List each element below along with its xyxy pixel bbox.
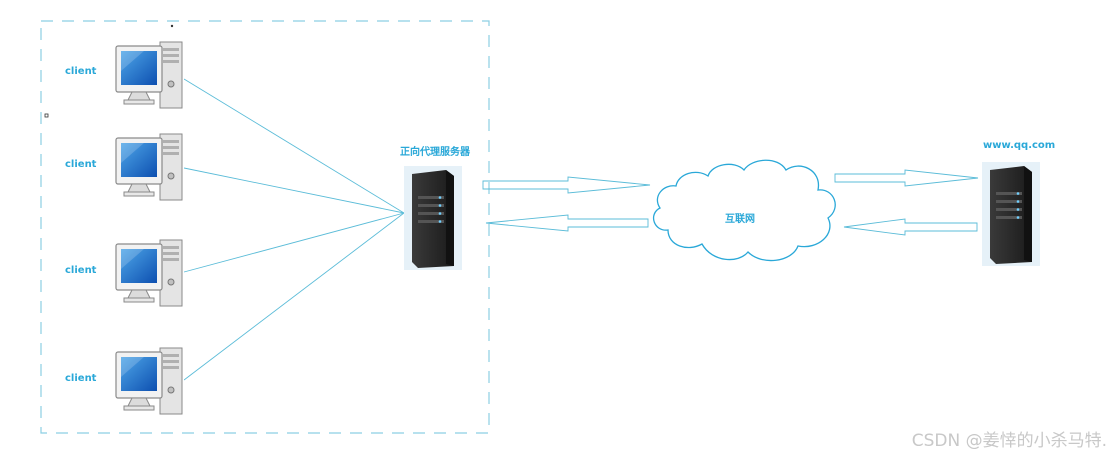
client-label: client [65, 373, 97, 384]
client-computer-icon [111, 129, 185, 203]
internet-label: 互联网 [725, 214, 755, 225]
arrow-left [843, 218, 978, 236]
marker-square [44, 113, 49, 118]
marker-dot [170, 24, 174, 28]
connection-line [183, 212, 405, 381]
connection-line [183, 167, 405, 214]
arrow-left [485, 214, 649, 232]
proxy-server-label: 正向代理服务器 [400, 147, 470, 158]
client-computer-icon [111, 37, 185, 111]
client-label: client [65, 265, 97, 276]
client-computer-icon [111, 235, 185, 309]
connection-line [183, 78, 405, 214]
client-label: client [65, 159, 97, 170]
arrow-right [834, 169, 979, 187]
internet-cloud-icon [652, 159, 836, 262]
arrow-right [482, 176, 651, 194]
client-label: client [65, 66, 97, 77]
watermark: CSDN @姜悻的小杀马特. [911, 431, 1107, 451]
connection-lines [183, 78, 405, 381]
proxy-server-icon [404, 166, 462, 270]
client-computer-icon [111, 343, 185, 417]
connection-line [183, 212, 405, 273]
client-group-frame [40, 20, 490, 434]
target-server-icon [982, 162, 1040, 266]
target-server-label: www.qq.com [983, 140, 1056, 151]
